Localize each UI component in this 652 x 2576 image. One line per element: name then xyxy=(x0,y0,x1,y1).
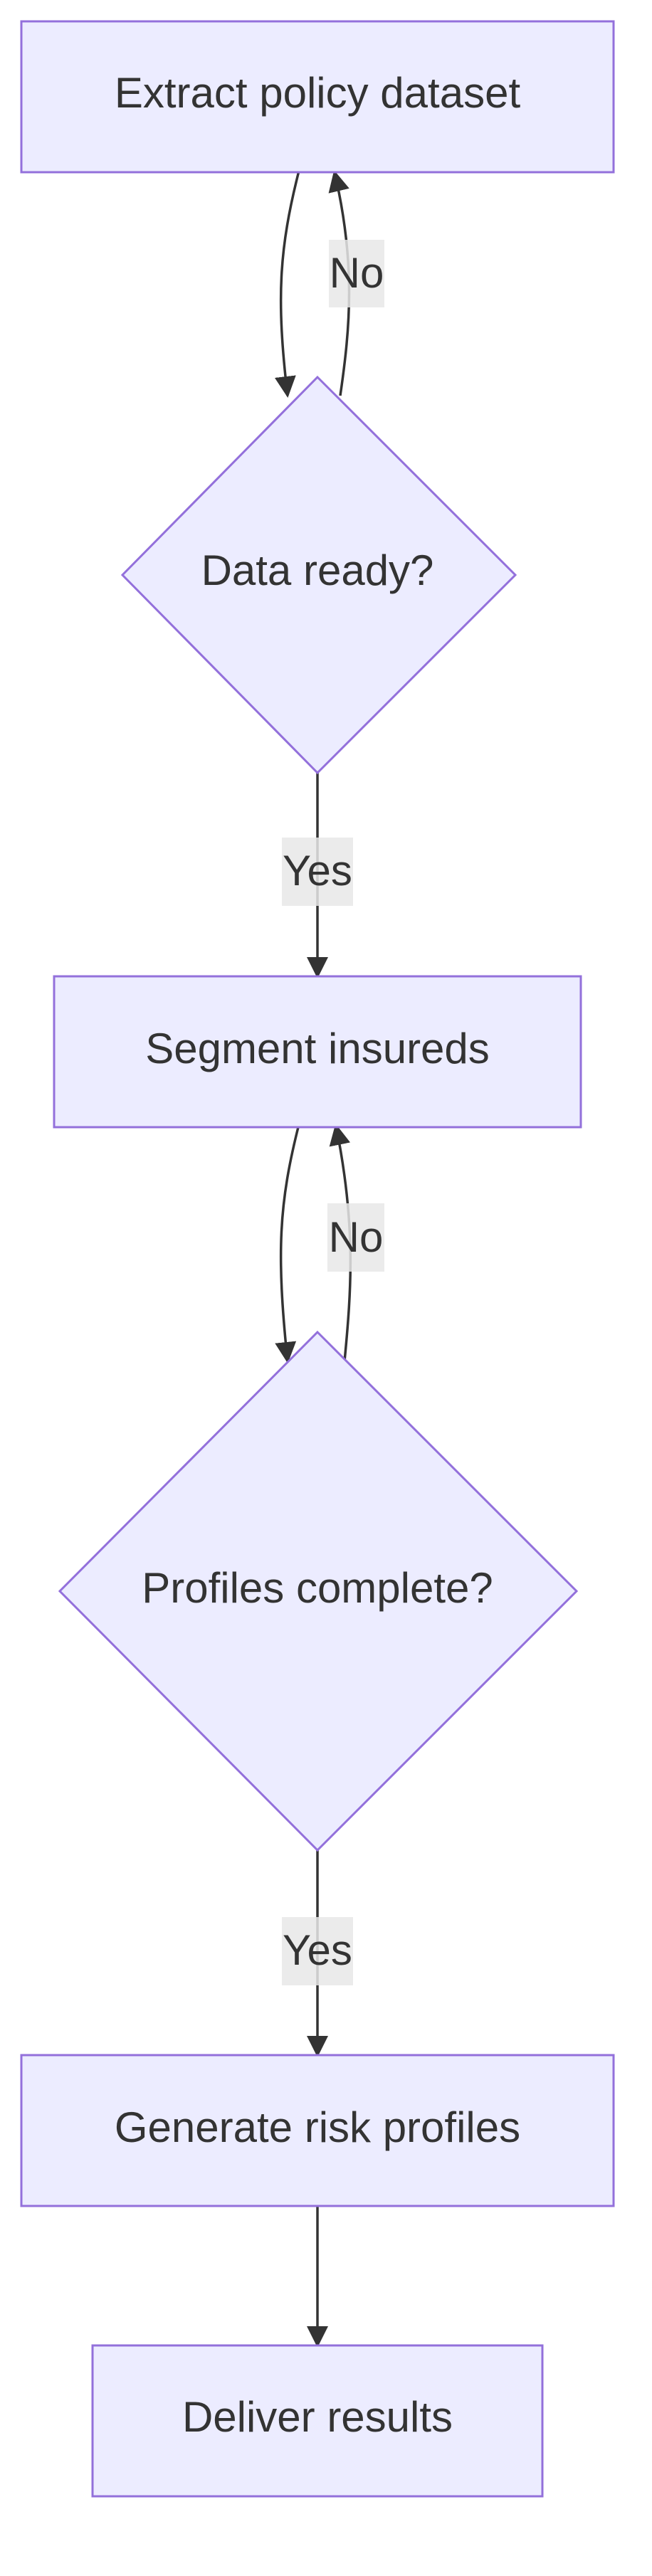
edge-label-no-1: No xyxy=(330,249,384,297)
edge-label-yes-2: Yes xyxy=(283,1926,352,1974)
node-data-ready-decision[interactable]: Data ready? xyxy=(120,375,517,775)
node-deliver-results[interactable]: Deliver results xyxy=(91,2344,544,2498)
node-label-generate: Generate risk profiles xyxy=(115,2103,520,2151)
node-profiles-complete-decision[interactable]: Profiles complete? xyxy=(58,1330,579,1852)
node-label-segment: Segment insureds xyxy=(145,1025,490,1072)
node-generate-risk-profiles[interactable]: Generate risk profiles xyxy=(20,2054,615,2207)
edges: No Yes No Yes xyxy=(274,170,384,2348)
node-label-data-ready: Data ready? xyxy=(201,547,434,594)
edge-extract-to-data-ready xyxy=(274,170,300,398)
node-extract-policy-dataset[interactable]: Extract policy dataset xyxy=(20,20,615,174)
edge-segment-to-profiles-complete xyxy=(275,1124,300,1363)
edge-label-data-ready-yes: Yes xyxy=(282,838,353,906)
edge-label-profiles-complete-yes: Yes xyxy=(282,1917,353,1985)
edge-label-profiles-complete-no: No xyxy=(327,1203,384,1272)
node-label-extract: Extract policy dataset xyxy=(115,69,521,117)
nodes: Extract policy dataset Data ready? Segme… xyxy=(20,20,615,2498)
edge-label-data-ready-no: No xyxy=(329,240,384,307)
edge-label-yes-1: Yes xyxy=(283,847,352,894)
node-label-profiles-complete: Profiles complete? xyxy=(142,1564,493,1612)
node-label-deliver: Deliver results xyxy=(182,2393,453,2441)
node-segment-insureds[interactable]: Segment insureds xyxy=(53,975,582,1129)
edge-label-no-2: No xyxy=(329,1213,384,1261)
